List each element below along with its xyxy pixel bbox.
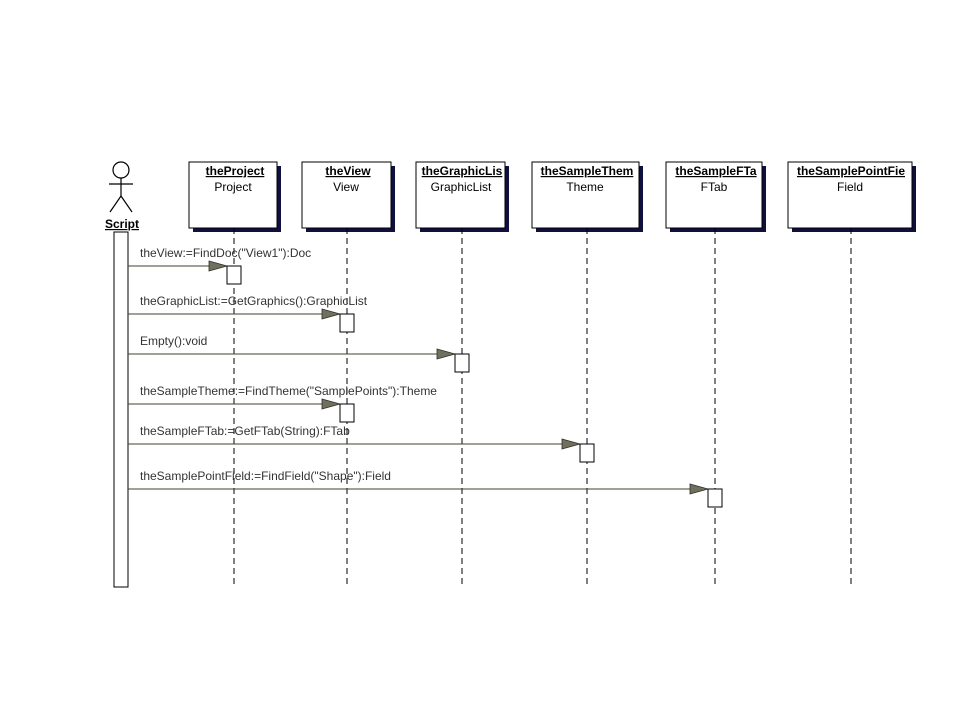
actor-script[interactable]: Script — [105, 161, 139, 231]
message-label: theSamplePointField:=FindField("Shape"):… — [140, 469, 391, 483]
object-the-graphic-list[interactable]: theGraphicLis GraphicList — [415, 161, 509, 232]
message-find-field[interactable]: theSamplePointField:=FindField("Shape"):… — [128, 469, 710, 495]
object-name: theView — [325, 164, 371, 178]
object-name: theSampleThem — [541, 164, 634, 178]
activation-box — [339, 313, 355, 333]
actor-label: Script — [105, 217, 139, 231]
message-label: theGraphicList:=GetGraphics():GraphicLis… — [140, 294, 368, 308]
message-find-theme[interactable]: theSampleTheme:=FindTheme("SamplePoints"… — [128, 384, 437, 410]
object-the-sample-point-field[interactable]: theSamplePointFie Field — [787, 161, 916, 232]
object-box — [415, 161, 506, 229]
actor-leg-right — [120, 195, 133, 213]
object-the-sample-theme[interactable]: theSampleThem Theme — [531, 161, 643, 232]
object-box — [787, 161, 913, 229]
arrowhead — [689, 483, 710, 495]
object-class: Theme — [566, 180, 604, 194]
message-find-doc[interactable]: theView:=FindDoc("View1"):Doc — [128, 246, 311, 272]
object-class: GraphicList — [431, 180, 492, 194]
object-box — [301, 161, 392, 229]
actor-leg-left — [109, 195, 122, 213]
object-the-sample-ftab[interactable]: theSampleFTa FTab — [665, 161, 766, 232]
message-label: theSampleTheme:=FindTheme("SamplePoints"… — [140, 384, 437, 398]
arrowhead — [436, 348, 457, 360]
message-get-ftab[interactable]: theSampleFTab:=GetFTab(String):FTab — [128, 424, 582, 450]
message-label: theSampleFTab:=GetFTab(String):FTab — [140, 424, 350, 438]
message-label: Empty():void — [140, 334, 207, 348]
object-name: theGraphicLis — [422, 164, 503, 178]
object-the-project[interactable]: theProject Project — [188, 161, 281, 232]
object-class: Field — [837, 180, 863, 194]
actor-head — [112, 161, 130, 179]
activation-box — [339, 403, 355, 423]
message-label: theView:=FindDoc("View1"):Doc — [140, 246, 311, 260]
activation-box — [454, 353, 470, 373]
object-name: theSamplePointFie — [797, 164, 905, 178]
object-class: FTab — [701, 180, 728, 194]
arrowhead — [321, 398, 342, 410]
arrowhead — [208, 260, 229, 272]
object-name: theSampleFTa — [675, 164, 756, 178]
object-name: theProject — [206, 164, 265, 178]
actor-activation-bar — [113, 231, 129, 588]
arrowhead — [321, 308, 342, 320]
object-box — [531, 161, 640, 229]
object-class: View — [333, 180, 359, 194]
message-get-graphics[interactable]: theGraphicList:=GetGraphics():GraphicLis… — [128, 294, 368, 320]
object-class: Project — [214, 180, 252, 194]
activation-box — [707, 488, 723, 508]
activation-box — [226, 265, 242, 285]
arrowhead — [561, 438, 582, 450]
object-box — [188, 161, 278, 229]
activation-box — [579, 443, 595, 463]
object-the-view[interactable]: theView View — [301, 161, 395, 232]
message-empty[interactable]: Empty():void — [128, 334, 457, 360]
object-box — [665, 161, 763, 229]
